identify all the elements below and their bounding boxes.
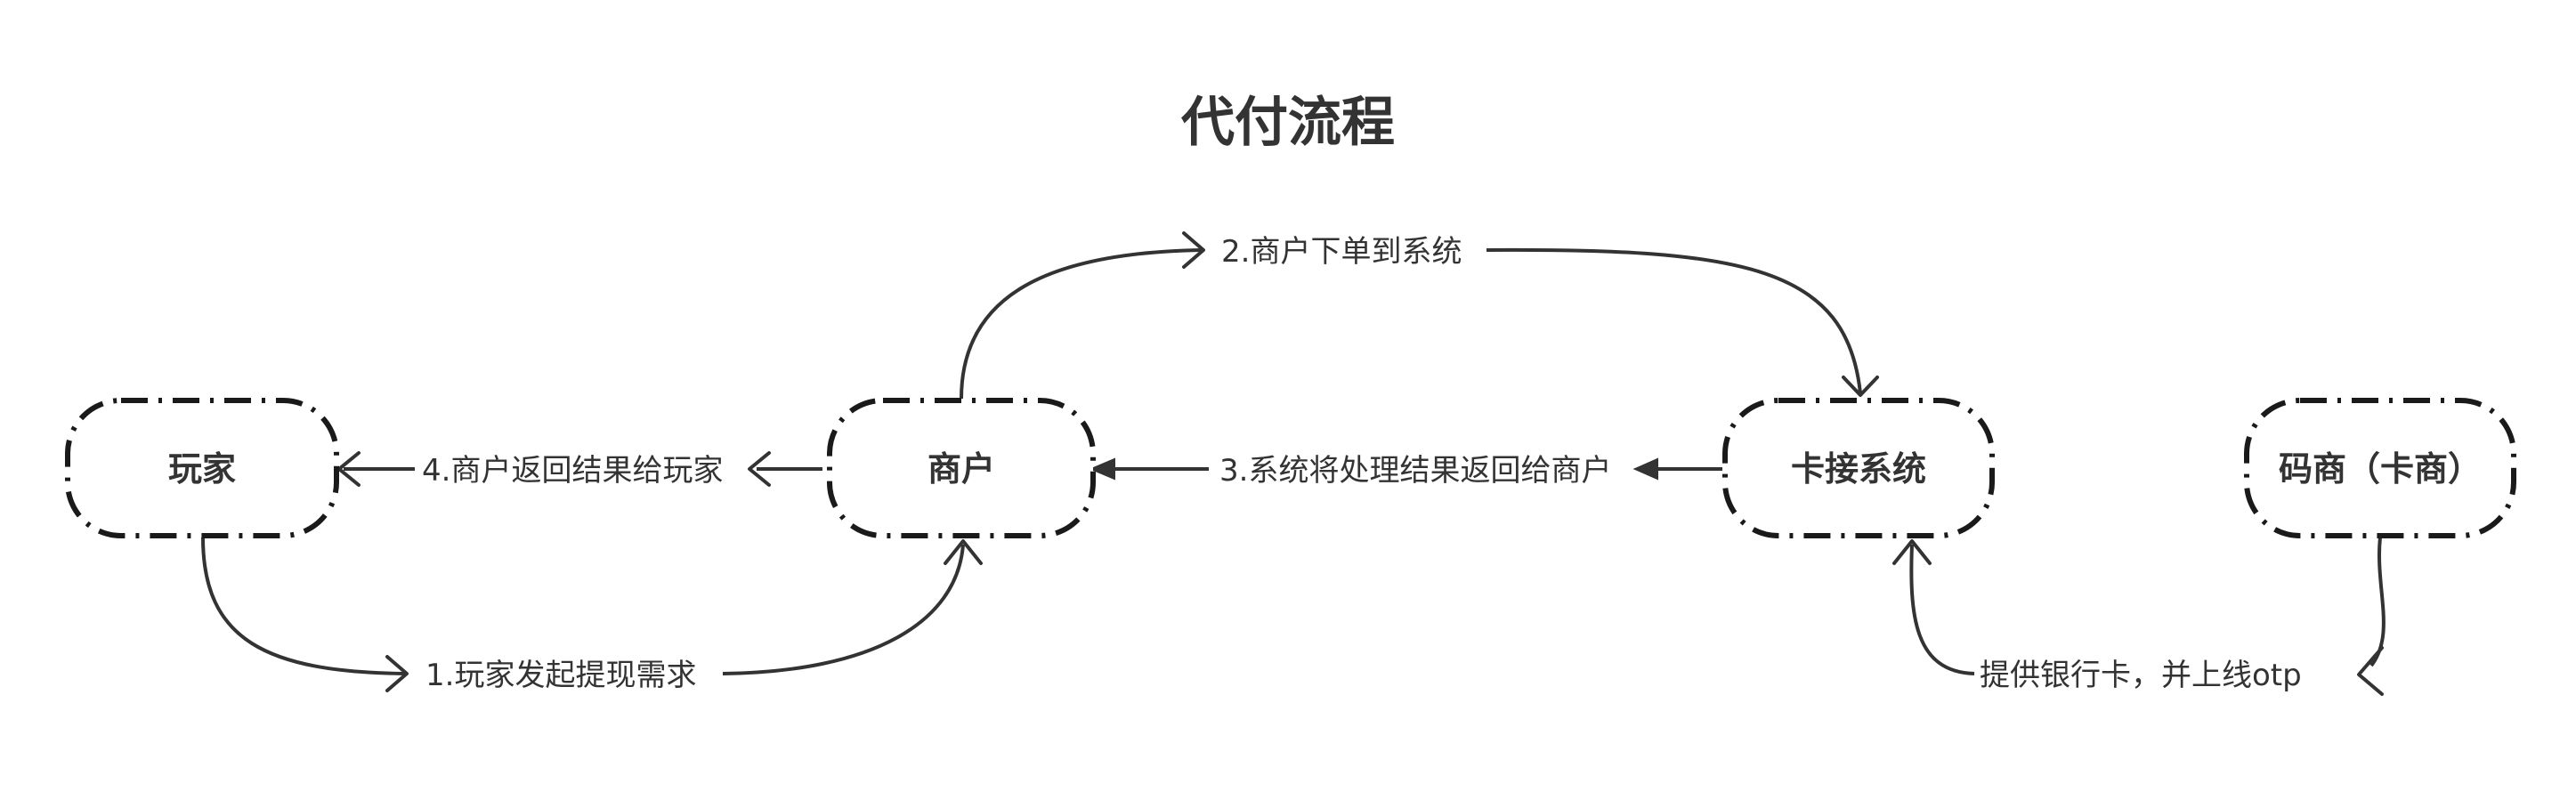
edge-label-step4: 4.商户返回结果给玩家 (422, 453, 723, 489)
edge-label-bg-step2 (1218, 228, 1479, 272)
arrow-head-provide-right (2357, 646, 2384, 696)
edge-merchant-to-system (960, 248, 1203, 400)
diagram-title: 代付流程 (1180, 92, 1395, 154)
arrow-head-step2-end (1842, 376, 1879, 397)
node-code-merchant[interactable]: 码商（卡商） (2244, 398, 2516, 538)
edge-label-step1: 1.玩家发起提现需求 (425, 658, 696, 693)
edge-label-step2: 2.商户下单到系统 (1221, 234, 1462, 270)
node-merchant-label: 商户 (928, 449, 995, 489)
node-code-merchant-label: 码商（卡商） (2279, 449, 2482, 489)
arrow-head-provide-left (1892, 539, 1932, 565)
arrow-head-step3-right (1632, 457, 1658, 481)
node-code-merchant-box (2244, 398, 2516, 538)
arrow-head-step1-end (944, 539, 983, 565)
node-card-system[interactable]: 卡接系统 (1722, 398, 1995, 538)
node-merchant[interactable]: 商户 (827, 398, 1096, 538)
edge-label-step3: 3.系统将处理结果返回给商户 (1219, 453, 1611, 489)
edge-label-provide: 提供银行卡，并上线otp (1980, 658, 2302, 693)
edge-player-to-merchant-left (201, 537, 406, 675)
node-player-label: 玩家 (168, 449, 236, 489)
node-player-box (65, 398, 339, 538)
node-player[interactable]: 玩家 (65, 398, 339, 538)
edge-code-merchant-to-system-left (1909, 544, 1975, 675)
arrow-head-step2-mid (1182, 231, 1205, 269)
node-card-system-box (1722, 398, 1995, 538)
edge-merchant-to-system-tail (1486, 247, 1862, 394)
arrow-head-step3-left (1089, 457, 1115, 481)
node-card-system-label: 卡接系统 (1791, 449, 1926, 489)
edge-player-to-merchant-right (722, 544, 965, 675)
arrow-head-step1-mid (385, 655, 409, 692)
node-merchant-box (827, 398, 1096, 538)
arrow-head-step4-right (748, 451, 771, 487)
